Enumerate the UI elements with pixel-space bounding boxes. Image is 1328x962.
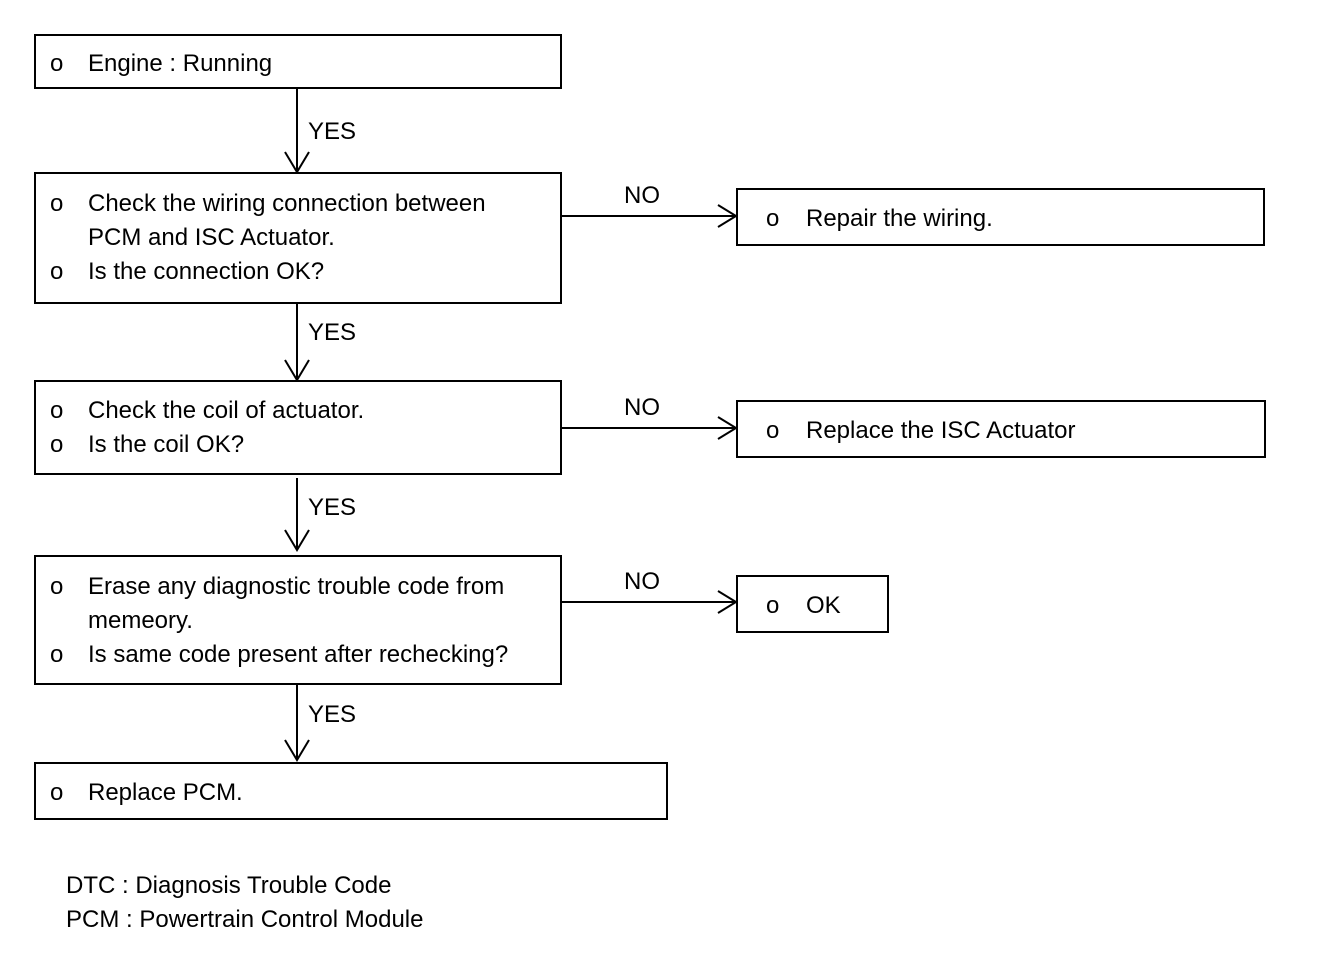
arrow-b1-b2: [284, 88, 310, 174]
yes-label-1: YES: [308, 118, 357, 145]
bullet-marker: o: [766, 417, 780, 444]
step-text: Erase any diagnostic trouble code from: [88, 573, 505, 600]
bullet-marker: o: [50, 190, 64, 217]
step-text: Repair the wiring.: [806, 205, 993, 232]
no-label-3: NO: [624, 568, 660, 595]
step-text: Engine : Running: [88, 50, 273, 77]
bullet-marker: o: [50, 397, 64, 424]
arrow-b3-b4: [284, 478, 310, 552]
step-text: Check the wiring connection between: [88, 190, 486, 217]
yes-label-2: YES: [308, 319, 357, 346]
step-check-coil: o Check the coil of actuator. o Is the coi…: [34, 380, 562, 475]
bullet-marker: o: [766, 592, 780, 619]
bullet-marker: o: [50, 779, 64, 806]
legend-pcm: PCM : Powertrain Control Module: [66, 906, 424, 933]
step-replace-pcm: o Replace PCM.: [34, 762, 668, 820]
bullet-marker: o: [50, 431, 64, 458]
legend-dtc: DTC : Diagnosis Trouble Code: [66, 872, 392, 899]
yes-label-4: YES: [308, 701, 357, 728]
action-replace-isc-actuator: o Replace the ISC Actuator: [736, 400, 1266, 458]
no-label-2: NO: [624, 394, 660, 421]
step-text: Replace PCM.: [88, 779, 243, 806]
action-repair-wiring: o Repair the wiring.: [736, 188, 1265, 246]
bullet-marker: o: [50, 641, 64, 668]
yes-label-3: YES: [308, 494, 357, 521]
step-engine-running: o Engine : Running: [34, 34, 562, 89]
step-text: Is same code present after rechecking?: [88, 641, 509, 668]
arrow-b4-b5: [284, 685, 310, 762]
step-text: Is the coil OK?: [88, 431, 245, 458]
step-text: Check the coil of actuator.: [88, 397, 365, 424]
step-text: OK: [806, 592, 841, 619]
bullet-marker: o: [50, 50, 64, 77]
no-label-1: NO: [624, 182, 660, 209]
step-text: Is the connection OK?: [88, 258, 325, 285]
arrow-b2-b3: [284, 304, 310, 382]
bullet-marker: o: [50, 573, 64, 600]
step-text: Replace the ISC Actuator: [806, 417, 1076, 444]
result-ok: o OK: [736, 575, 889, 633]
bullet-marker: o: [50, 258, 64, 285]
bullet-marker: o: [766, 205, 780, 232]
step-text: memeory.: [88, 607, 193, 634]
step-check-wiring: o Check the wiring connection between PCM…: [34, 172, 562, 304]
step-text: PCM and ISC Actuator.: [88, 224, 335, 251]
